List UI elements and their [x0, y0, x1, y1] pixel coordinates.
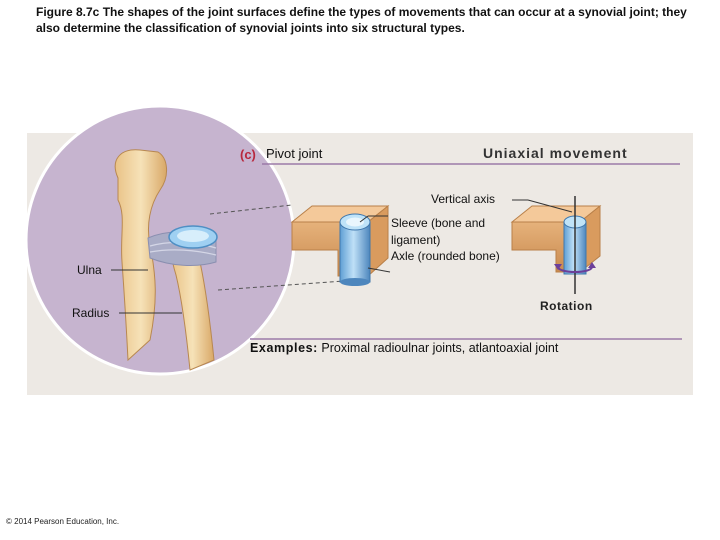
- examples-line: Examples: Proximal radioulnar joints, at…: [250, 341, 558, 355]
- forearm-bones: [114, 149, 218, 371]
- radius-label: Radius: [72, 306, 110, 320]
- examples-heading: Examples:: [250, 341, 318, 355]
- figure-caption: Figure 8.7c The shapes of the joint surf…: [36, 5, 687, 35]
- examples-text: Proximal radioulnar joints, atlantoaxial…: [321, 341, 559, 355]
- ulna-bone: [114, 149, 167, 362]
- movement-type-label: Uniaxial movement: [483, 145, 628, 161]
- ulna-label: Ulna: [77, 263, 102, 277]
- rotation-label: Rotation: [540, 299, 593, 313]
- axle-label: Axle (rounded bone): [391, 249, 500, 263]
- vertical-axis-label: Vertical axis: [431, 192, 496, 206]
- sleeve-axle-labels: Sleeve (bone and ligament) Axle (rounded…: [391, 215, 501, 265]
- panel-title: Pivot joint: [266, 146, 323, 161]
- sleeve-label: Sleeve (bone and ligament): [391, 216, 486, 247]
- copyright-notice: © 2014 Pearson Education, Inc.: [6, 517, 120, 526]
- panel-letter: (c): [240, 147, 256, 162]
- middle-axle: [339, 221, 371, 283]
- right-rotation-block: [510, 196, 602, 294]
- middle-sleeve-block: [290, 204, 390, 286]
